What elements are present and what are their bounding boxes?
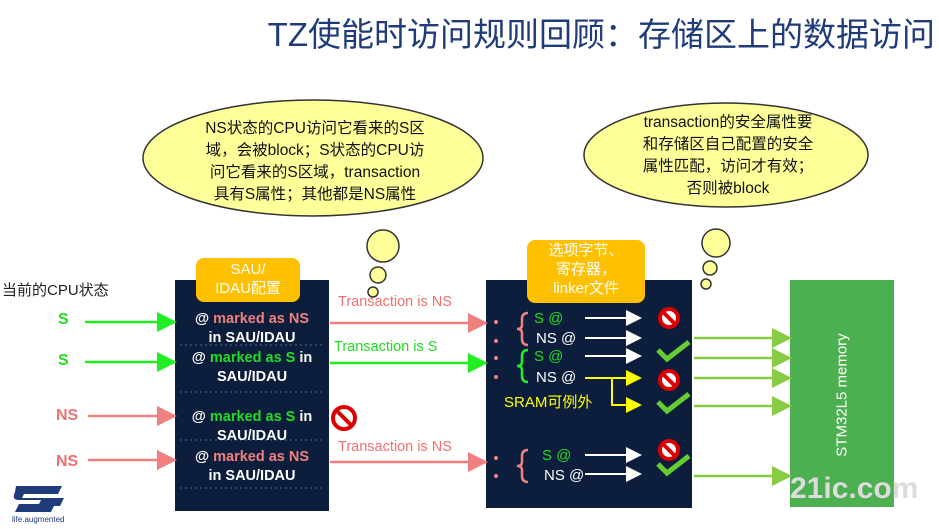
cpu-state-label: 当前的CPU状态: [2, 282, 109, 299]
sau-rule: @ marked as NS in SAU/IDAU: [194, 311, 310, 346]
logo-tagline: life.augmented: [12, 515, 65, 524]
bubble-line: NS状态的CPU访问它看来的S区: [205, 120, 425, 137]
option-bytes-label: 选项字节、 寄存器， linker文件: [527, 240, 645, 303]
check-icon: [656, 392, 691, 415]
block-icon: [658, 307, 680, 329]
bubble-line: 域，会被block；S状态的CPU访: [205, 142, 425, 159]
sau-box: [175, 280, 329, 511]
bubble-line: 和存储区自己配置的安全: [642, 136, 814, 153]
check-icon: [656, 340, 691, 363]
block-icon: [658, 439, 680, 461]
cpu-state-s: S: [58, 352, 69, 369]
transaction-label: Transaction is NS: [338, 294, 452, 310]
sau-rule: @ marked as S in SAU/IDAU: [191, 350, 313, 385]
thought-bubble-right: [583, 102, 869, 290]
check-icon: [656, 454, 691, 477]
option-label-line: linker文件: [553, 280, 619, 297]
memory-entry: NS @: [536, 330, 577, 347]
cpu-state-ns: NS: [56, 453, 79, 470]
sram-exception-label: SRAM可例外: [504, 394, 593, 411]
page-title: TZ使能时访问规则回顾：存储区上的数据访问: [267, 16, 935, 53]
memory-entry: NS @: [536, 369, 577, 386]
bubble-line: 否则被block: [686, 180, 770, 197]
stm32l5-memory-box: [790, 280, 894, 507]
bubble-left-text: NS状态的CPU访问它看来的S区 域，会被block；S状态的CPU访 问它看来…: [170, 118, 460, 206]
cpu-state-ns: NS: [56, 407, 79, 424]
cpu-state-s: S: [58, 311, 69, 328]
sau-idau-label: SAU/ IDAU配置: [196, 258, 300, 302]
st-logo-icon: [13, 486, 64, 512]
transaction-label: Transaction is NS: [338, 439, 452, 455]
transaction-label: Transaction is S: [334, 339, 438, 355]
block-icon: [658, 369, 680, 391]
watermark: 21ic.com: [790, 472, 919, 505]
memory-label: STM32L5 memory: [833, 333, 851, 457]
bubble-line: 问它看来的S区域，transaction: [209, 164, 421, 181]
bubble-line: transaction的安全属性要: [643, 114, 813, 131]
thought-bubble-left: [142, 99, 484, 298]
memory-entry: NS @: [544, 467, 585, 484]
option-label-line: 寄存器，: [555, 261, 616, 278]
sau-label-line: IDAU配置: [215, 280, 281, 297]
memory-entry: S @: [534, 348, 564, 365]
sau-rule: @ marked as NS in SAU/IDAU: [194, 449, 310, 484]
bubble-right-text: transaction的安全属性要 和存储区自己配置的安全 属性匹配，访问才有效…: [608, 112, 848, 200]
block-icon: [331, 405, 357, 431]
memory-entry: S @: [534, 310, 564, 327]
sau-rule: @ marked as S in SAU/IDAU: [191, 409, 313, 444]
bubble-line: 具有S属性；其他都是NS属性: [213, 186, 417, 203]
memory-entry: S @: [542, 447, 572, 464]
sau-label-line: SAU/: [230, 261, 266, 278]
bubble-line: 属性匹配，访问才有效；: [642, 158, 814, 175]
option-label-line: 选项字节、: [548, 242, 624, 259]
